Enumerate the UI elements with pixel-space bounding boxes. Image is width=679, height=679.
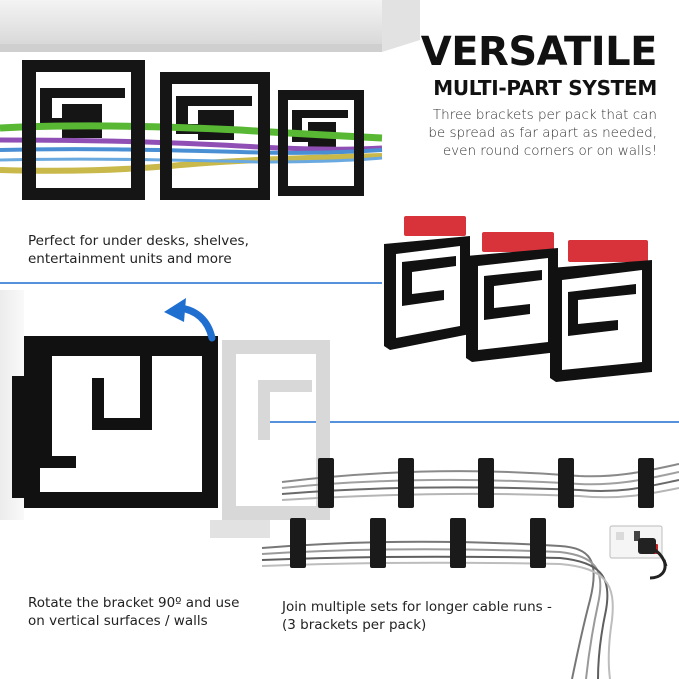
rotate-scene (0, 290, 330, 538)
headline-subtitle: MULTI-PART SYSTEM (433, 76, 657, 100)
caption-rotate: Rotate the bracket 90º and use on vertic… (28, 595, 240, 629)
bracket-3 (278, 90, 364, 196)
bracket-2 (160, 72, 270, 200)
wall-socket-icon (609, 525, 668, 580)
caption-under-desks: Perfect for under desks, shelves, entert… (28, 233, 249, 267)
bracket-trio (384, 216, 652, 382)
cable-run-scene (261, 458, 679, 679)
caption-join: Join multiple sets for longer cable runs… (282, 599, 552, 633)
headline-title: VERSATILE (420, 29, 658, 75)
under-desk-scene (0, 0, 420, 200)
headline-description: Three brackets per pack that can be spre… (428, 107, 657, 159)
rotate-arrow-icon (164, 298, 216, 342)
